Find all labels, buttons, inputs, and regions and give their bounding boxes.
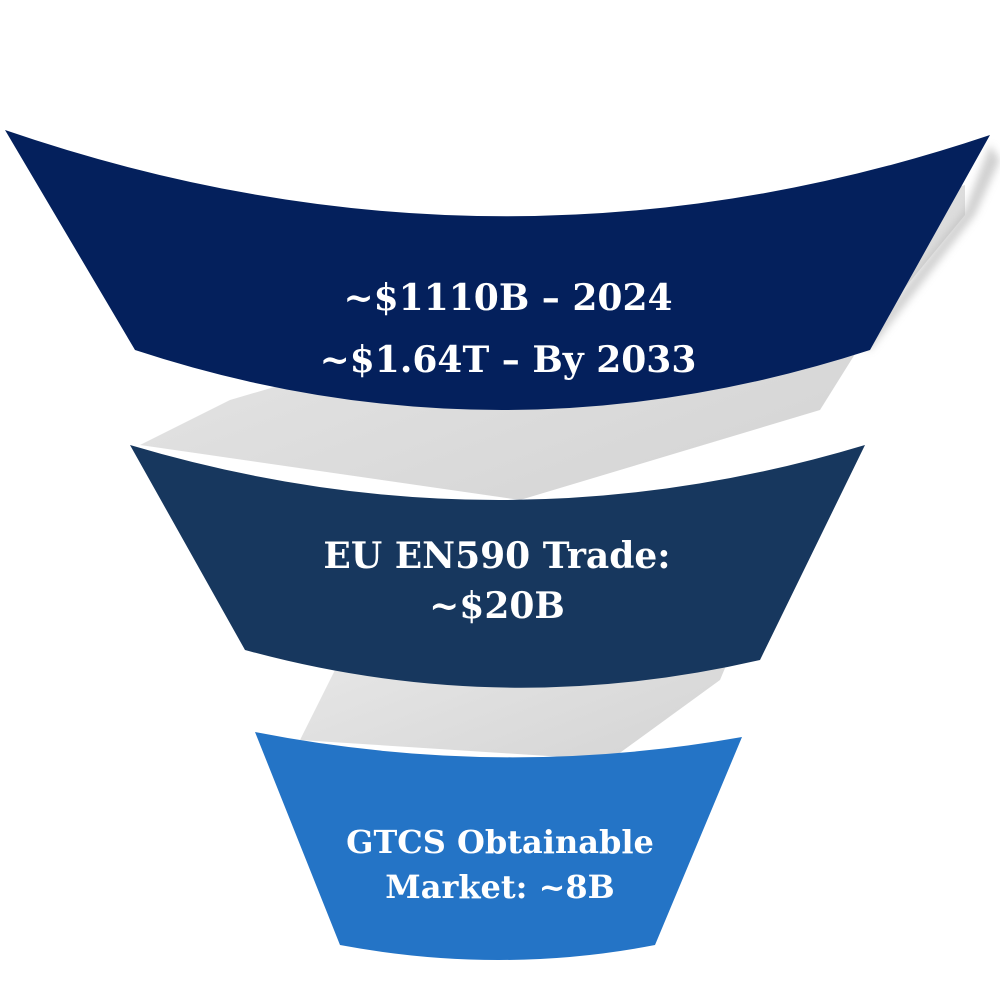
tier-2-line-2: ~$20B [429, 585, 565, 627]
tier-2-line-1: EU EN590 Trade: [323, 535, 670, 577]
tier-3-line-2: Market: ~8B [385, 868, 614, 906]
funnel-tier-1 [5, 130, 990, 410]
tier-3-line-1: GTCS Obtainable [346, 823, 654, 861]
funnel-tier-3 [255, 732, 742, 960]
funnel-tier-2 [130, 445, 865, 688]
tier-1-line-2: ~$1.64T – By 2033 [320, 339, 697, 381]
tier-1-line-1: ~$1110B – 2024 [343, 277, 672, 319]
